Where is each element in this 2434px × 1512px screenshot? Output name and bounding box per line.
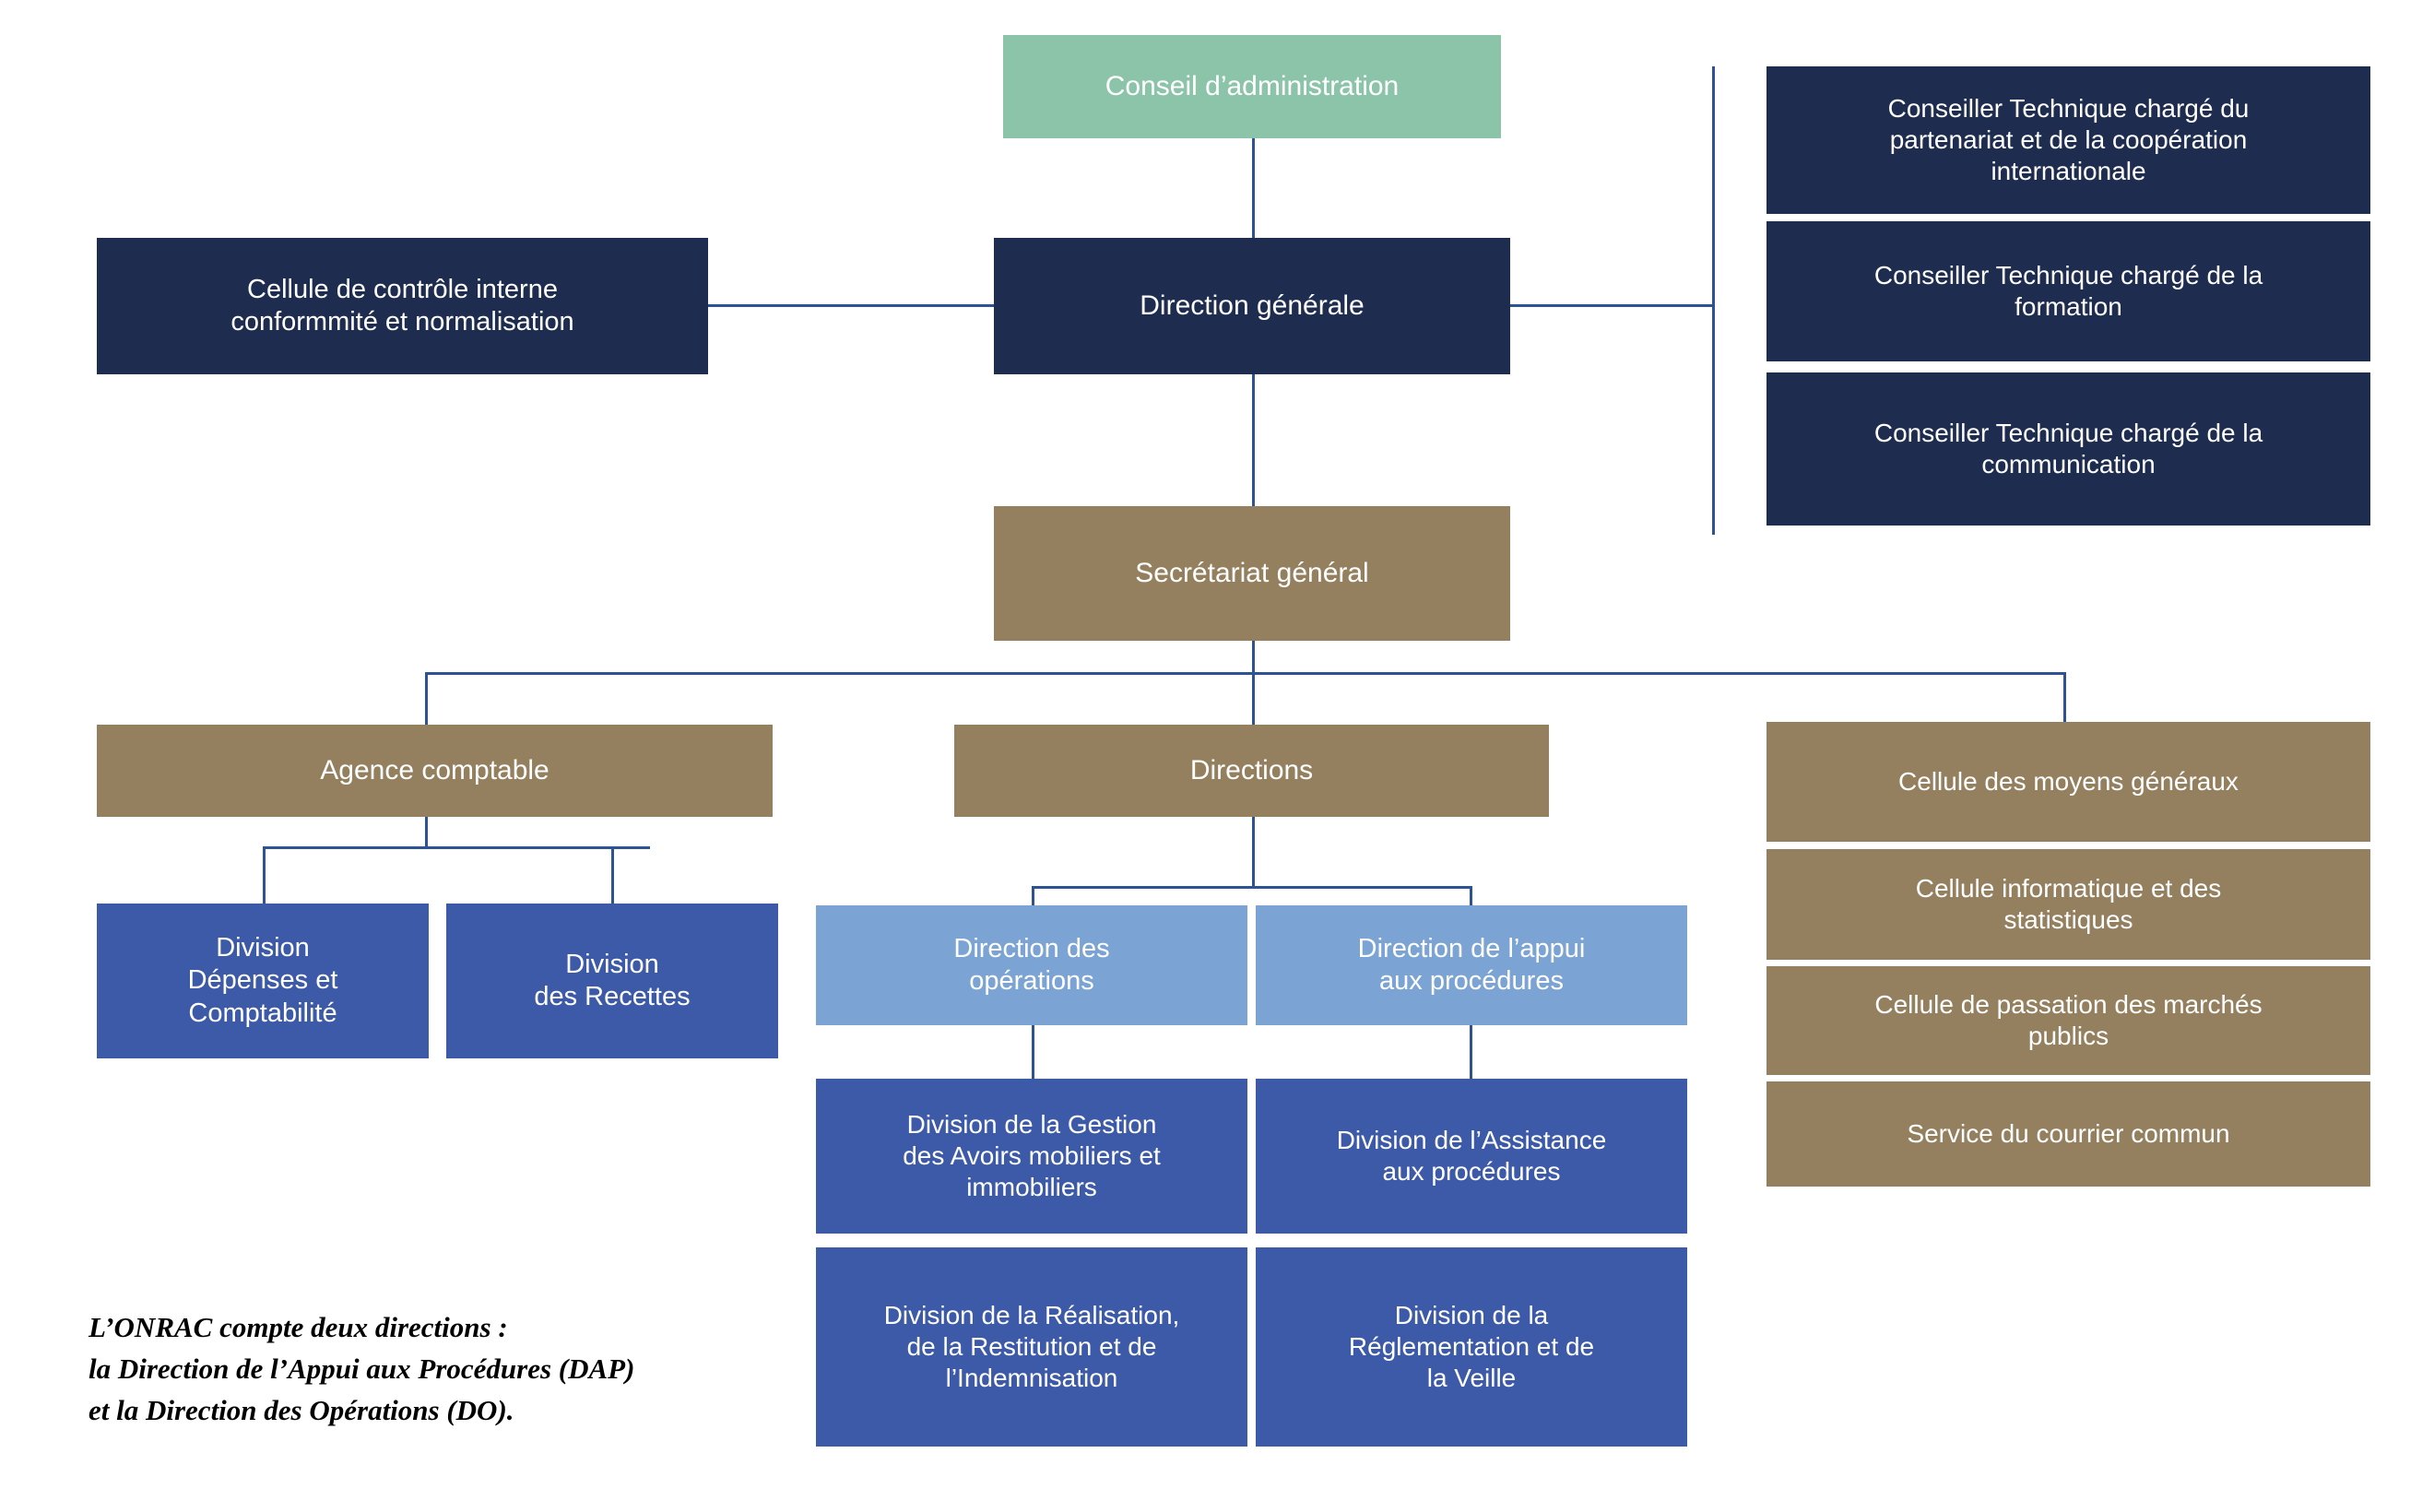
cell-2-line1: Cellule informatique et des: [1915, 873, 2222, 903]
node-conseiller-technique-formation[interactable]: Conseiller Technique chargé de la format…: [1766, 221, 2370, 361]
node-secretariat-general-label: Secrétariat général: [1135, 557, 1369, 588]
connector-bus-to-directions: [1252, 672, 1255, 725]
connector-bus-to-accounting: [425, 672, 428, 725]
advisor-1-line1: Conseiller Technique chargé du: [1887, 93, 2250, 123]
connector-accounting-bus: [263, 846, 650, 849]
node-direction-generale[interactable]: Direction générale: [994, 238, 1510, 374]
directorate-2-line1: Direction de l’appui: [1357, 933, 1586, 963]
connector-accounting-down: [425, 816, 428, 849]
connector-do-to-division: [1032, 1025, 1034, 1079]
cell-3-line2: publics: [2027, 1022, 2109, 1050]
ops-div-2-line2: de la Restitution et de: [906, 1331, 1157, 1361]
advisor-2-line1: Conseiller Technique chargé de la: [1873, 260, 2263, 289]
connector-bus-to-cells: [2063, 672, 2066, 725]
node-division-recettes[interactable]: Division des Recettes: [446, 904, 778, 1058]
sup-div-1-line2: aux procédures: [1382, 1157, 1561, 1186]
connector-directions-to-do: [1032, 886, 1034, 906]
ops-div-1-line2: des Avoirs mobiliers et: [903, 1140, 1161, 1170]
connector-board-to-dg: [1252, 138, 1255, 240]
cell-3-line1: Cellule de passation des marchés: [1874, 989, 2263, 1019]
node-cellule-controle-interne[interactable]: Cellule de contrôle interne conformmité …: [97, 238, 708, 374]
directorate-2-line2: aux procédures: [1379, 966, 1564, 996]
advisor-2-line2: formation: [2015, 292, 2122, 321]
sup-div-2-line3: la Veille: [1426, 1364, 1517, 1393]
advisor-3-line1: Conseiller Technique chargé de la: [1873, 418, 2263, 447]
advisor-3-line2: communication: [1981, 450, 2156, 478]
sup-div-1-line1: Division de l’Assistance: [1336, 1125, 1607, 1154]
advisor-1-line3: internationale: [1991, 157, 2146, 186]
node-service-courrier-commun[interactable]: Service du courrier commun: [1766, 1081, 2370, 1187]
ops-div-1-line1: Division de la Gestion: [906, 1109, 1157, 1139]
node-cellule-controle-interne-line1: Cellule de contrôle interne: [247, 274, 558, 304]
acct-div-2-line2: des Recettes: [534, 982, 691, 1011]
directorate-1-line1: Direction des: [953, 933, 1110, 963]
sup-div-2-line2: Réglementation et de: [1348, 1331, 1595, 1361]
node-division-reglementation-veille[interactable]: Division de la Réglementation et de la V…: [1256, 1247, 1687, 1447]
node-secretariat-general[interactable]: Secrétariat général: [994, 506, 1510, 641]
node-cellule-moyens-generaux[interactable]: Cellule des moyens généraux: [1766, 722, 2370, 842]
node-directions[interactable]: Directions: [954, 725, 1549, 817]
node-cellule-passation-marches-publics[interactable]: Cellule de passation des marchés publics: [1766, 966, 2370, 1075]
node-agence-comptable-label: Agence comptable: [320, 754, 549, 786]
connector-advisors-spine: [1712, 66, 1715, 535]
connector-sg-down: [1252, 641, 1255, 674]
node-conseiller-technique-partenariat[interactable]: Conseiller Technique chargé du partenari…: [1766, 66, 2370, 214]
directorate-1-line2: opérations: [969, 966, 1094, 996]
acct-div-1-line3: Comptabilité: [188, 998, 337, 1028]
connector-accounting-to-div1: [263, 846, 266, 904]
node-direction-des-operations[interactable]: Direction des opérations: [816, 905, 1247, 1025]
connector-directions-bus: [1032, 886, 1472, 889]
node-division-depenses-comptabilite[interactable]: Division Dépenses et Comptabilité: [97, 904, 429, 1058]
connector-internal-control-to-dg: [708, 304, 994, 307]
ops-div-1-line3: immobiliers: [966, 1173, 1097, 1202]
node-division-gestion-avoirs[interactable]: Division de la Gestion des Avoirs mobili…: [816, 1079, 1247, 1234]
node-direction-generale-label: Direction générale: [1140, 289, 1365, 321]
node-conseil-administration[interactable]: Conseil d’administration: [1003, 35, 1501, 138]
connector-dg-to-sg: [1252, 373, 1255, 507]
node-conseil-administration-label: Conseil d’administration: [1105, 70, 1400, 101]
node-cellule-controle-interne-line2: conformmité et normalisation: [230, 307, 574, 337]
ops-div-2-line3: l’Indemnisation: [945, 1364, 1118, 1393]
connector-dap-to-division: [1470, 1025, 1472, 1079]
node-agence-comptable[interactable]: Agence comptable: [97, 725, 773, 817]
acct-div-2-line1: Division: [565, 949, 659, 979]
connector-directions-down: [1252, 816, 1255, 887]
node-direction-appui-procedures[interactable]: Direction de l’appui aux procédures: [1256, 905, 1687, 1025]
cell-4-line1: Service du courrier commun: [1907, 1118, 2230, 1148]
node-division-realisation-restitution-indemnisation[interactable]: Division de la Réalisation, de la Restit…: [816, 1247, 1247, 1447]
acct-div-1-line1: Division: [216, 932, 310, 963]
footnote-onrac-directions: L’ONRAC compte deux directions : la Dire…: [89, 1311, 635, 1426]
cell-1-line1: Cellule des moyens généraux: [1898, 766, 2239, 796]
ops-div-2-line1: Division de la Réalisation,: [883, 1300, 1180, 1329]
sup-div-2-line1: Division de la: [1394, 1300, 1549, 1329]
node-division-assistance-procedures[interactable]: Division de l’Assistance aux procédures: [1256, 1079, 1687, 1234]
connector-level3-bus: [425, 672, 2066, 675]
node-directions-label: Directions: [1189, 754, 1314, 786]
acct-div-1-line2: Dépenses et: [187, 965, 338, 996]
node-cellule-informatique-statistiques[interactable]: Cellule informatique et des statistiques: [1766, 849, 2370, 960]
connector-dg-to-advisors: [1510, 304, 1715, 307]
node-conseiller-technique-communication[interactable]: Conseiller Technique chargé de la commun…: [1766, 372, 2370, 526]
cell-2-line2: statistiques: [2003, 905, 2133, 934]
connector-accounting-to-div2: [611, 846, 614, 904]
connector-directions-to-dap: [1470, 886, 1472, 906]
advisor-1-line2: partenariat et de la coopération: [1889, 124, 2248, 154]
